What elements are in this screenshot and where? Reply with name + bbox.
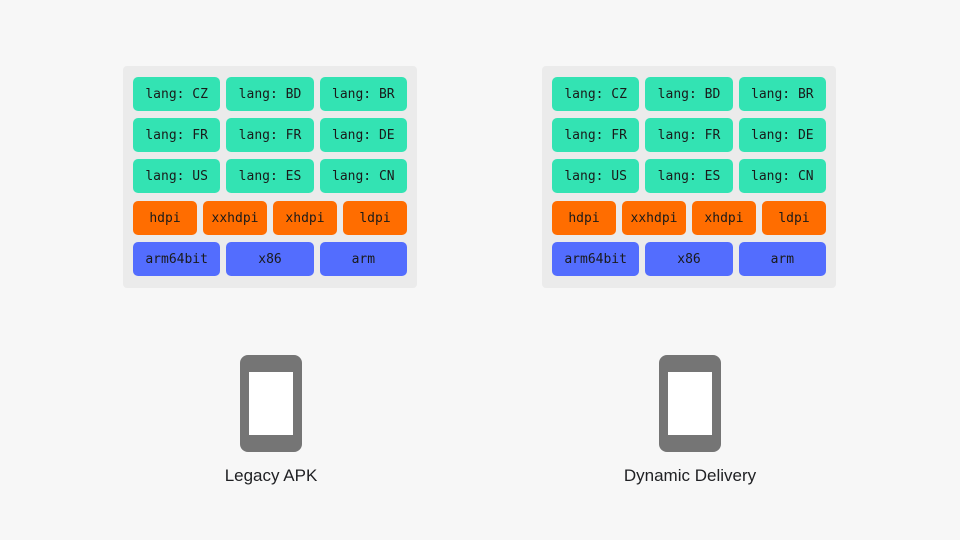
- dynamic-delivery-caption: Dynamic Delivery: [623, 466, 757, 485]
- density-chip: ldpi: [762, 201, 826, 235]
- lang-chip: lang: BD: [226, 77, 314, 111]
- lang-chip: lang: ES: [645, 159, 733, 193]
- lang-chip: lang: CZ: [133, 77, 221, 111]
- lang-chip: lang: FR: [645, 118, 733, 152]
- legacy-apk-caption: Legacy APK: [224, 466, 318, 485]
- lang-chip: lang: CN: [319, 159, 407, 193]
- density-chip: ldpi: [343, 201, 407, 235]
- lang-chip: lang: ES: [226, 159, 314, 193]
- lang-chip: lang: US: [133, 159, 221, 193]
- density-chip: xxhdpi: [203, 201, 267, 235]
- density-chip: hdpi: [552, 201, 616, 235]
- lang-chip: lang: FR: [226, 118, 314, 152]
- abi-chip: x86: [645, 242, 733, 276]
- lang-chip: lang: FR: [133, 118, 221, 152]
- abi-chip: arm: [738, 242, 826, 276]
- abi-chip: arm: [319, 242, 407, 276]
- lang-chip: lang: US: [552, 159, 640, 193]
- lang-chip: lang: CZ: [552, 77, 640, 111]
- abi-chip: arm64bit: [133, 242, 221, 276]
- lang-chip: lang: FR: [552, 118, 640, 152]
- lang-chip: lang: DE: [738, 118, 826, 152]
- density-chip: hdpi: [133, 201, 197, 235]
- abi-chip: x86: [226, 242, 314, 276]
- lang-chip: lang: CN: [738, 159, 826, 193]
- phone-icon: [240, 355, 302, 452]
- lang-chip: lang: BR: [738, 77, 826, 111]
- lang-chip: lang: DE: [319, 118, 407, 152]
- lang-chip: lang: BD: [645, 77, 733, 111]
- phone-screen: [249, 372, 293, 435]
- phone-screen: [668, 372, 712, 435]
- abi-chip: arm64bit: [552, 242, 640, 276]
- phone-icon: [659, 355, 721, 452]
- density-chip: xxhdpi: [622, 201, 686, 235]
- density-chip: xhdpi: [692, 201, 756, 235]
- density-chip: xhdpi: [273, 201, 337, 235]
- lang-chip: lang: BR: [319, 77, 407, 111]
